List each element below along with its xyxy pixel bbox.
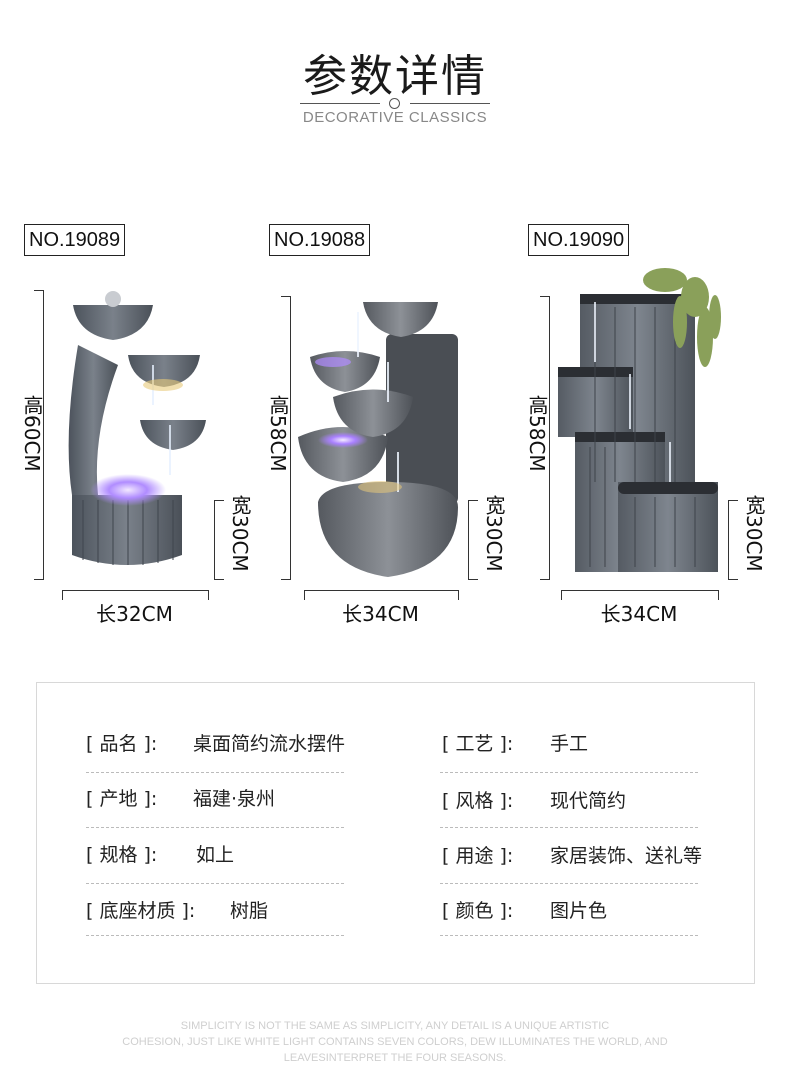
model-number-3: NO.19090 bbox=[528, 224, 630, 256]
length-label-3: 长34CM bbox=[600, 602, 678, 626]
page-title: 参数详情 bbox=[303, 51, 487, 102]
height-label-1: 高60CM bbox=[20, 395, 44, 472]
height-bracket-1 bbox=[34, 290, 44, 580]
page-subtitle: DECORATIVE CLASSICS bbox=[302, 109, 488, 126]
width-label-1: 宽30CM bbox=[228, 495, 252, 572]
spec-base-material: [ 底座材质 ]:树脂 bbox=[86, 900, 269, 922]
width-bracket-3 bbox=[728, 500, 738, 580]
fountain-image-3 bbox=[558, 268, 721, 572]
width-label-3: 宽30CM bbox=[742, 495, 766, 572]
length-bracket-2 bbox=[304, 590, 459, 600]
width-bracket-2 bbox=[468, 500, 478, 580]
fountain-image-1 bbox=[68, 291, 206, 565]
spec-style: [ 风格 ]:现代简约 bbox=[442, 790, 627, 812]
fountain-image-2 bbox=[298, 302, 458, 577]
height-label-2: 高58CM bbox=[266, 395, 290, 472]
height-bracket-2 bbox=[281, 296, 291, 580]
spec-product-name: [ 品名 ]:桌面简约流水摆件 bbox=[86, 733, 346, 755]
width-label-2: 宽30CM bbox=[482, 495, 506, 572]
footer-tagline: SIMPLICITY IS NOT THE SAME AS SIMPLICITY… bbox=[122, 1020, 668, 1064]
specs-panel bbox=[36, 682, 755, 984]
height-label-3: 高58CM bbox=[525, 395, 549, 472]
spec-usage: [ 用途 ]:家居装饰、送礼等 bbox=[442, 845, 703, 867]
length-label-2: 长34CM bbox=[342, 602, 419, 626]
height-bracket-3 bbox=[540, 296, 550, 580]
length-label-1: 长32CM bbox=[96, 602, 173, 626]
spec-color: [ 颜色 ]:图片色 bbox=[442, 900, 608, 922]
length-bracket-1 bbox=[62, 590, 209, 600]
spec-size: [ 规格 ]:如上 bbox=[86, 844, 235, 866]
spec-origin: [ 产地 ]:福建·泉州 bbox=[86, 788, 276, 810]
model-number-1: NO.19089 bbox=[24, 224, 126, 256]
title-ornament bbox=[300, 96, 490, 110]
spec-craft: [ 工艺 ]:手工 bbox=[442, 733, 589, 755]
length-bracket-3 bbox=[561, 590, 719, 600]
width-bracket-1 bbox=[214, 500, 224, 580]
model-number-2: NO.19088 bbox=[269, 224, 371, 256]
